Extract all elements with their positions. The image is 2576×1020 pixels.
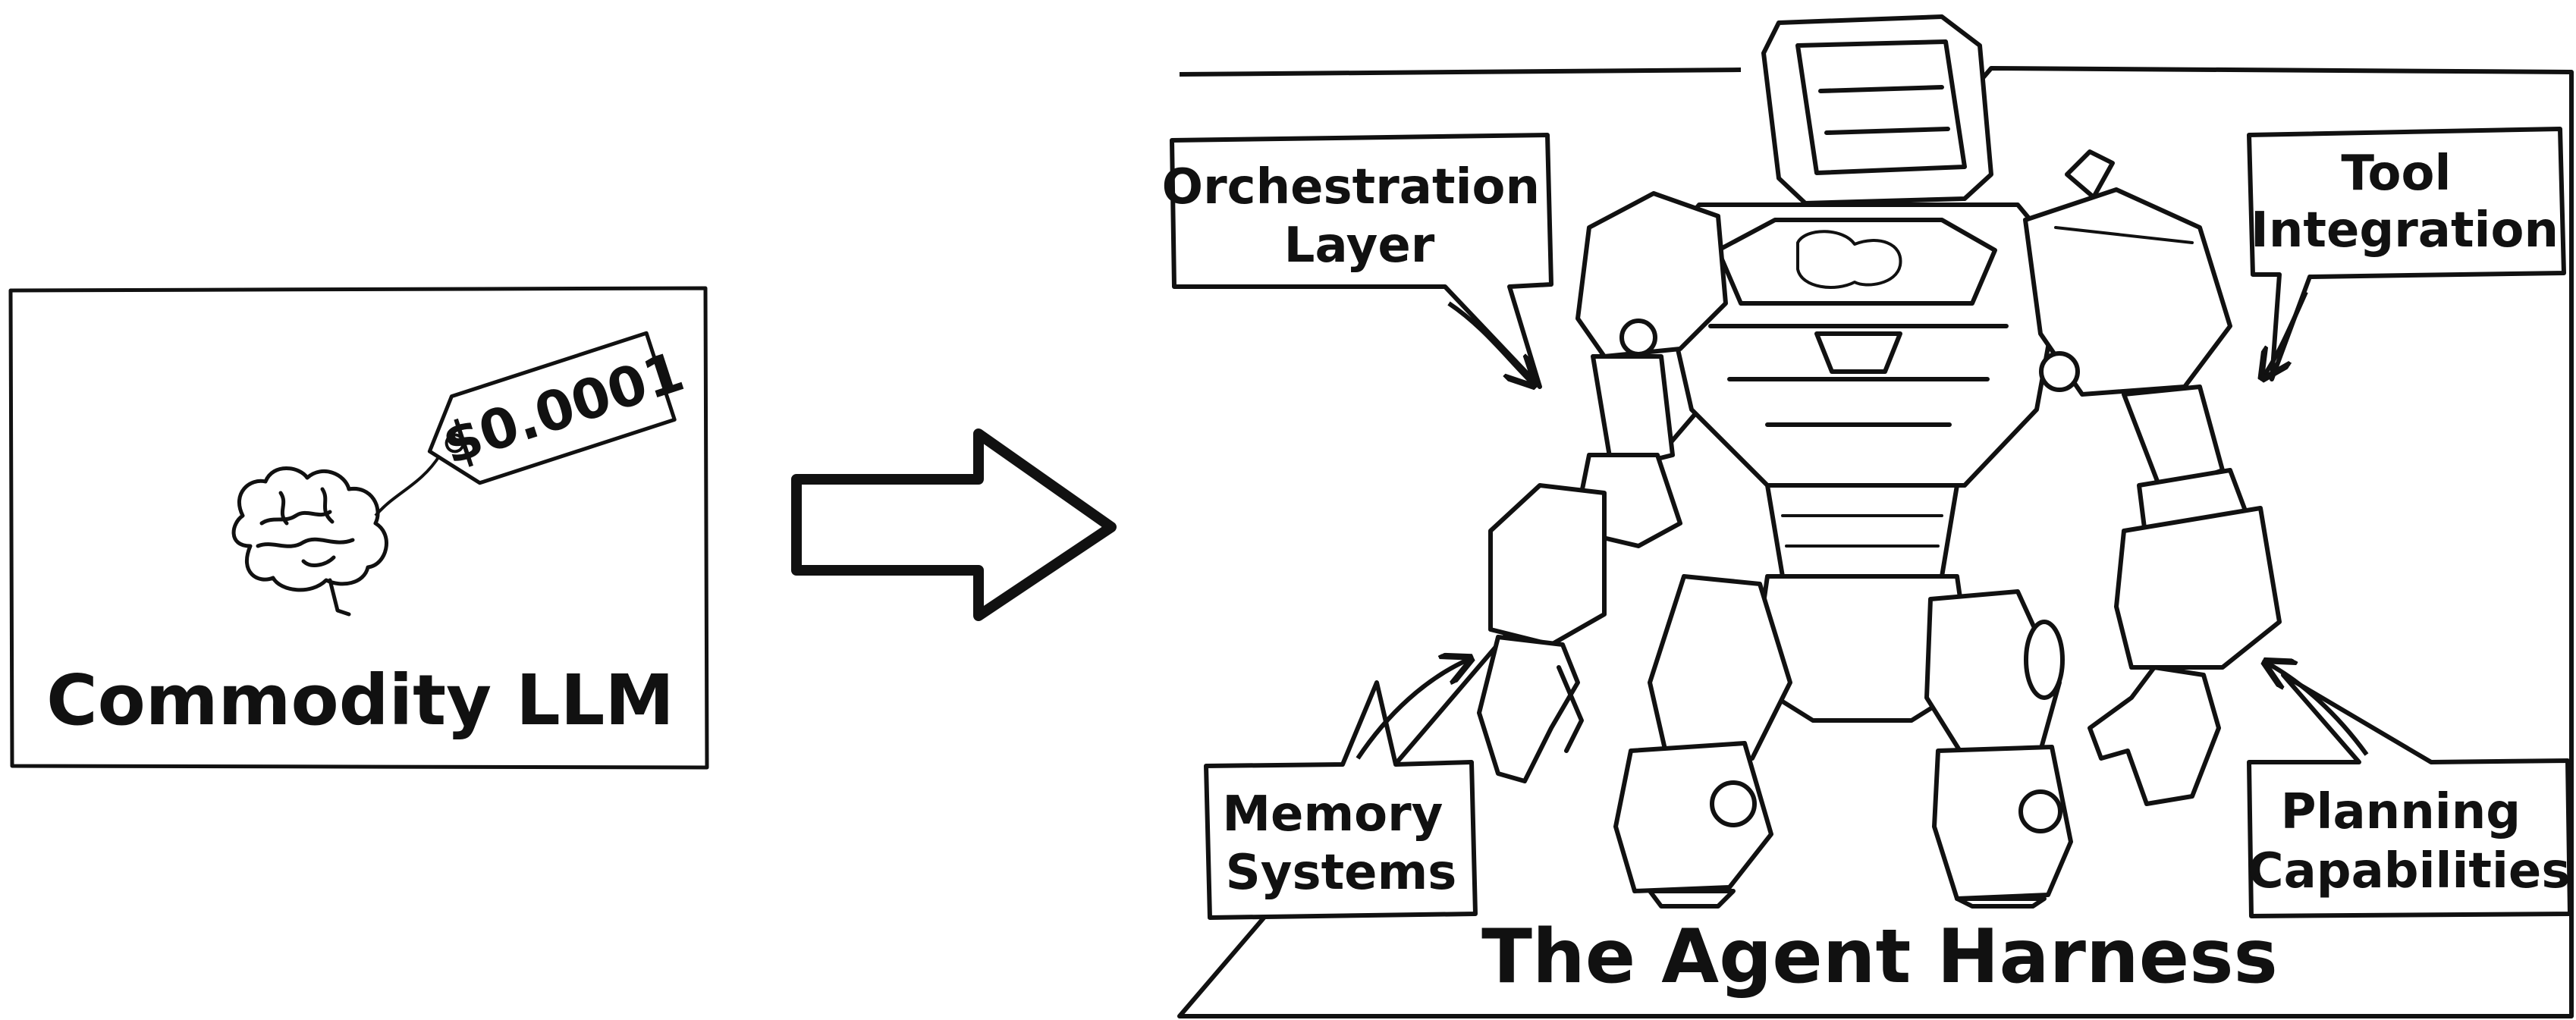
commodity-llm-caption: Commodity LLM [46, 660, 674, 741]
tool-integration-label: Tool Integration [2251, 146, 2559, 259]
right-arrow-icon [791, 428, 1117, 621]
commodity-llm-panel: $0.0001 Commodity LLM [8, 286, 709, 770]
robot-icon [1477, 14, 2282, 909]
orchestration-layer-label: Orchestration Layer [1162, 159, 1557, 274]
planning-capabilities-callout: Planning Capabilities [2247, 664, 2572, 918]
tool-pointer-arrow [2264, 290, 2308, 375]
agent-harness-panel: Orchestration Layer Tool Integration Mem… [1162, 14, 2574, 1018]
memory-pointer-arrow [1356, 660, 1468, 760]
orchestration-pointer-arrow [1447, 301, 1532, 383]
memory-systems-callout: Memory Systems [1204, 660, 1475, 920]
tag-string [374, 454, 441, 517]
brain-icon [231, 466, 388, 617]
planning-capabilities-label: Planning Capabilities [2248, 784, 2571, 899]
agent-harness-caption: The Agent Harness [1481, 914, 2278, 1000]
planning-pointer-arrow [2268, 664, 2369, 756]
orchestration-layer-callout: Orchestration Layer [1162, 133, 1557, 387]
memory-systems-label: Memory Systems [1222, 786, 1459, 901]
tool-integration-callout: Tool Integration [2247, 127, 2566, 379]
